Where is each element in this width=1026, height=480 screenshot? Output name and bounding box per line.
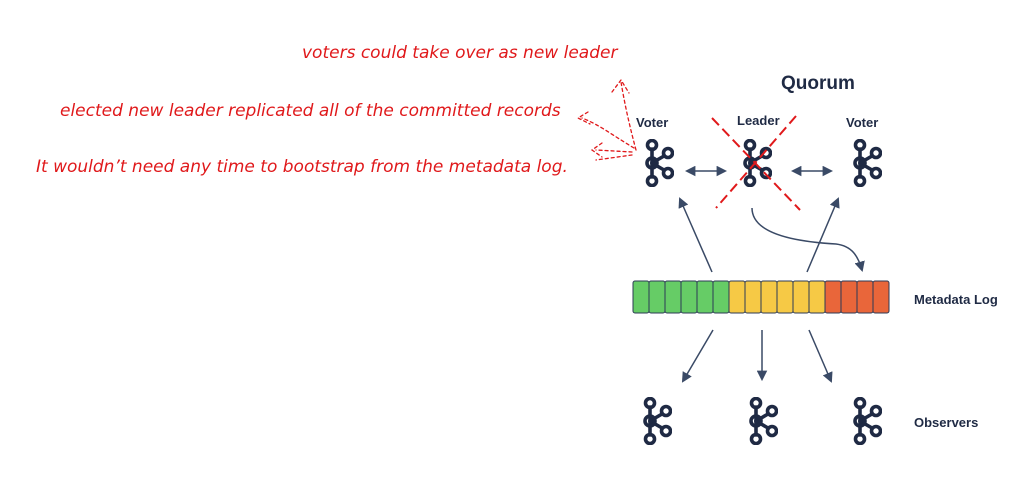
log-record-cell bbox=[648, 280, 666, 314]
replication-arrows bbox=[678, 197, 865, 273]
observer-2-node-icon bbox=[749, 397, 778, 445]
observers-label: Observers bbox=[914, 415, 978, 430]
annotation-bootstrap: It wouldn’t need any time to bootstrap f… bbox=[36, 157, 568, 177]
voter-right-node-icon bbox=[853, 139, 882, 187]
voter-right-label: Voter bbox=[846, 115, 878, 130]
leader-label: Leader bbox=[737, 113, 780, 128]
log-record-cell bbox=[792, 280, 810, 314]
metadata-log bbox=[632, 280, 890, 314]
leader-cross-mark bbox=[711, 115, 801, 211]
log-record-cell bbox=[840, 280, 858, 314]
log-record-cell bbox=[872, 280, 890, 314]
voter-left-node-icon bbox=[645, 139, 674, 187]
log-record-cell bbox=[696, 280, 714, 314]
leader-node-icon bbox=[743, 139, 772, 187]
log-record-cell bbox=[664, 280, 682, 314]
annotation-replicated: elected new leader replicated all of the… bbox=[60, 101, 561, 121]
log-record-cell bbox=[712, 280, 730, 314]
log-record-cell bbox=[808, 280, 826, 314]
annotation-arrows bbox=[576, 78, 637, 161]
metadata-log-label: Metadata Log bbox=[914, 292, 998, 307]
annotation-takeover: voters could take over as new leader bbox=[302, 43, 618, 63]
log-record-cell bbox=[680, 280, 698, 314]
observer-arrows bbox=[681, 329, 833, 383]
quorum-title: Quorum bbox=[781, 73, 855, 94]
observer-3-node-icon bbox=[853, 397, 882, 445]
log-record-cell bbox=[632, 280, 650, 314]
log-record-cell bbox=[824, 280, 842, 314]
log-record-cell bbox=[856, 280, 874, 314]
voter-left-label: Voter bbox=[636, 115, 668, 130]
log-record-cell bbox=[776, 280, 794, 314]
observer-1-node-icon bbox=[643, 397, 672, 445]
log-record-cell bbox=[760, 280, 778, 314]
log-record-cell bbox=[744, 280, 762, 314]
log-record-cell bbox=[728, 280, 746, 314]
